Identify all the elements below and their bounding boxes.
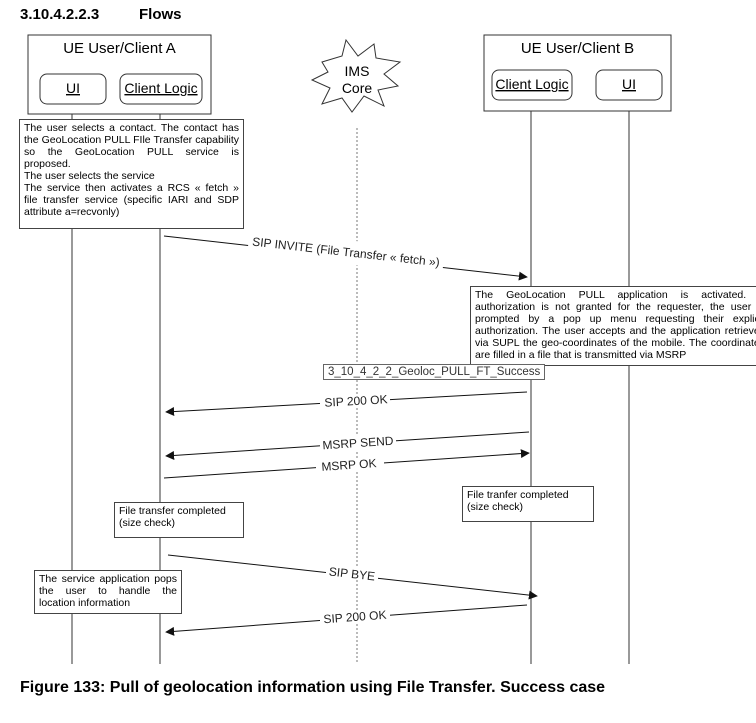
client-b-ui-label: UI	[622, 76, 636, 92]
client-b-logic-label: Client Logic	[495, 76, 568, 92]
note-a-contact-selection: The user selects a contact. The contact …	[19, 119, 244, 229]
note-a-complete-text: File transfer completed (size check)	[119, 505, 226, 529]
client-a-ui-box	[39, 73, 107, 105]
message-sip-200-ok-2: SIP 200 OK	[165, 604, 528, 636]
message-sip-bye-label: SIP BYE	[328, 564, 376, 583]
client-b-logic-box	[491, 69, 573, 101]
message-sip-200-ok-1-label: SIP 200 OK	[324, 392, 388, 410]
message-msrp-ok: MSRP OK	[163, 449, 530, 479]
note-a-file-transfer-complete: File transfer completed (size check)	[114, 502, 244, 538]
message-sip-bye: SIP BYE	[167, 554, 538, 600]
note-a-location-popup: The service application pops the user to…	[34, 570, 182, 614]
figure-caption: Figure 133: Pull of geolocation informat…	[20, 679, 605, 696]
message-sip-200-ok-1: SIP 200 OK	[165, 391, 528, 417]
client-a-logic-label: Client Logic	[124, 80, 197, 96]
note-a-line-1: The user selects a contact. The contact …	[24, 122, 239, 170]
note-a-line-2: The user selects the service	[24, 170, 155, 182]
client-b-title: UE User/Client B	[521, 40, 634, 57]
ims-core-line1: IMS	[345, 63, 370, 79]
message-msrp-send: MSRP SEND	[165, 431, 530, 460]
message-sip-200-ok-2-label: SIP 200 OK	[323, 608, 387, 627]
message-msrp-send-label: MSRP SEND	[322, 434, 394, 453]
note-b-file-transfer-complete: File tranfer completed (size check)	[462, 486, 594, 522]
ims-core-line2: Core	[342, 80, 373, 96]
client-a-ui-label: UI	[66, 80, 80, 96]
note-b-geolocation-text: The GeoLocation PULL application is acti…	[475, 289, 756, 361]
note-b-complete-text: File tranfer completed (size check)	[467, 489, 569, 513]
section-title: Flows	[139, 6, 182, 23]
note-b-geolocation: The GeoLocation PULL application is acti…	[470, 286, 756, 366]
note-a-popup-text: The service application pops the user to…	[39, 573, 177, 609]
message-invite: SIP INVITE (File Transfer « fetch »)	[163, 229, 528, 281]
client-b-ui-box	[595, 69, 663, 101]
flow-id-tag: 3_10_4_2_2_Geoloc_PULL_FT_Success	[323, 364, 546, 380]
client-a-title: UE User/Client A	[63, 40, 176, 57]
client-a-logic-box	[119, 73, 203, 105]
ims-core-starburst	[310, 38, 402, 113]
message-msrp-ok-label: MSRP OK	[321, 456, 377, 474]
section-number: 3.10.4.2.2.3	[20, 6, 99, 23]
note-a-line-3: The service then activates a RCS « fetch…	[24, 182, 239, 218]
